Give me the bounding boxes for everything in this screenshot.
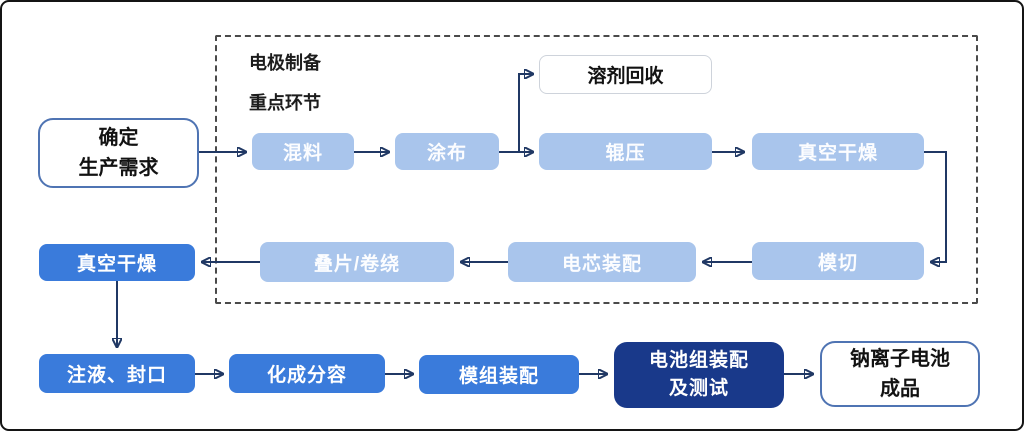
- node-coating: 涂布: [395, 133, 499, 170]
- node-vacuum-drying-top: 真空干燥: [752, 133, 924, 170]
- node-die-cutting: 模切: [752, 242, 924, 280]
- node-vacuum-drying-left: 真空干燥: [39, 244, 195, 281]
- electrode-prep-dashed-region: [215, 35, 978, 304]
- node-module-assembly: 模组装配: [419, 355, 579, 394]
- node-cell-assembly: 电芯装配: [508, 242, 696, 282]
- node-finished-sodium-battery: 钠离子电池 成品: [820, 341, 980, 407]
- node-mixing: 混料: [252, 133, 354, 170]
- electrode-prep-note: 电极制备 重点环节: [249, 53, 321, 113]
- node-roll-pressing: 辊压: [539, 133, 712, 170]
- node-stacking-winding: 叠片/卷绕: [260, 242, 454, 282]
- node-solvent-recovery: 溶剂回收: [539, 55, 712, 94]
- node-pack-assembly-test: 电池组装配 及测试: [614, 342, 784, 408]
- node-injection-sealing: 注液、封口: [39, 354, 195, 393]
- node-determine-production-needs: 确定 生产需求: [38, 118, 199, 188]
- node-formation-capacity: 化成分容: [229, 354, 385, 393]
